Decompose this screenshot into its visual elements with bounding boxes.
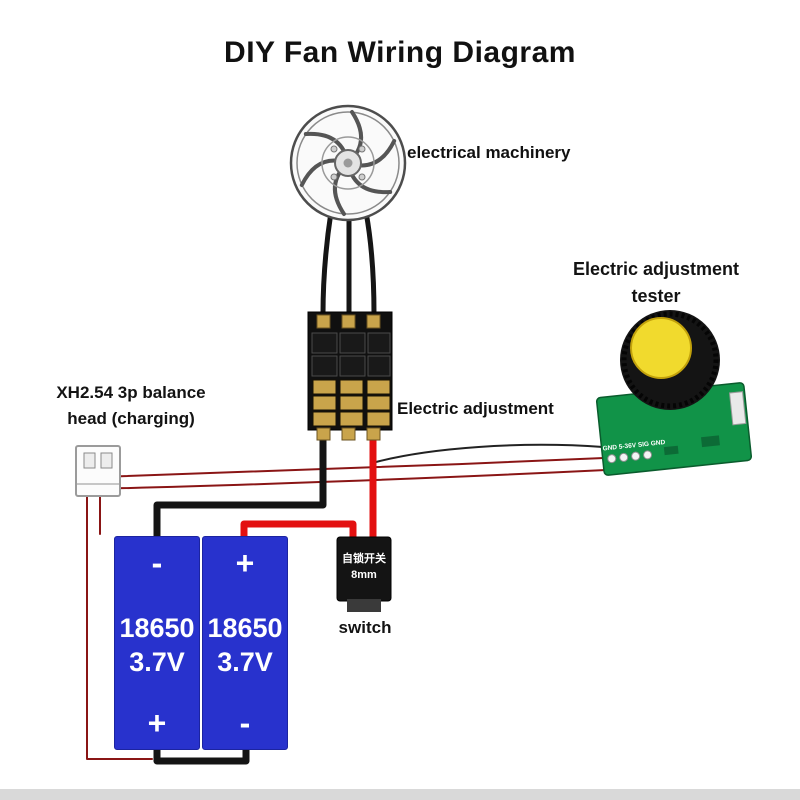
tester-label-line2: tester bbox=[631, 286, 681, 306]
switch-label: switch bbox=[338, 618, 392, 637]
tester-knob bbox=[620, 310, 720, 410]
battery-1-bottom-terminal: + bbox=[147, 705, 167, 741]
motor-phase-wire-3 bbox=[363, 209, 377, 317]
esc-top-pins bbox=[316, 314, 381, 329]
connector-slot-1 bbox=[83, 452, 96, 469]
motor-screw-3 bbox=[330, 173, 338, 181]
battery-2-voltage: 3.7V bbox=[217, 647, 273, 677]
battery-1: - 18650 3.7V + bbox=[114, 536, 200, 750]
battery-1-voltage: 3.7V bbox=[129, 647, 185, 677]
esc-connector-grid bbox=[311, 332, 391, 377]
esc-solder-pads bbox=[312, 379, 391, 427]
motor-shaft bbox=[343, 158, 353, 168]
tester-label: Electric adjustment tester bbox=[520, 256, 792, 310]
switch-text-line2: 8mm bbox=[351, 569, 377, 581]
switch-stem bbox=[347, 599, 381, 612]
wires-layer bbox=[86, 209, 607, 765]
motor-illustration bbox=[289, 104, 407, 222]
tester-signal-wire bbox=[375, 443, 604, 463]
balance-connector-label: XH2.54 3p balance head (charging) bbox=[26, 380, 236, 432]
battery-2-model: 18650 bbox=[207, 613, 283, 643]
motor-stator-ring bbox=[321, 136, 375, 190]
tester-pcb: GND 5-36V SIG GND bbox=[595, 382, 753, 476]
balance-label-line2: head (charging) bbox=[67, 409, 195, 428]
connector-slot-2 bbox=[100, 452, 113, 469]
motor-label: electrical machinery bbox=[407, 143, 571, 162]
pcb-component-2 bbox=[663, 445, 679, 456]
balance-label-line1: XH2.54 3p balance bbox=[56, 383, 206, 402]
switch-text-line1: 自锁开关 bbox=[342, 551, 386, 565]
battery-positive-wire bbox=[240, 520, 357, 552]
battery-2-bottom-terminal: - bbox=[239, 705, 251, 741]
connector-housing bbox=[75, 445, 121, 497]
battery-2-top-terminal: + bbox=[235, 545, 255, 581]
pcb-right-connector bbox=[728, 391, 747, 426]
esc-block bbox=[307, 311, 393, 441]
pcb-pads bbox=[607, 450, 653, 464]
esc-bottom-pins bbox=[316, 427, 381, 441]
battery-1-top-terminal: - bbox=[151, 545, 163, 581]
tester-label-line1: Electric adjustment bbox=[572, 259, 740, 279]
battery-1-model: 18650 bbox=[119, 613, 195, 643]
page-title: DIY Fan Wiring Diagram bbox=[224, 36, 576, 69]
battery-negative-wire bbox=[153, 432, 327, 546]
bottom-border bbox=[0, 789, 800, 800]
motor-screw-2 bbox=[358, 145, 366, 153]
balance-connector bbox=[75, 445, 121, 497]
switch-module: 自锁开关 8mm bbox=[336, 536, 392, 612]
motor-phase-wire-1 bbox=[320, 209, 334, 317]
motor-screw-4 bbox=[358, 173, 366, 181]
knob-cap bbox=[630, 317, 692, 379]
knob-ridges bbox=[621, 311, 719, 409]
motor-bell-inner bbox=[296, 111, 400, 215]
esc-label: Electric adjustment bbox=[397, 399, 554, 418]
series-link-wire bbox=[153, 738, 250, 765]
battery-2: + 18650 3.7V - bbox=[202, 536, 288, 750]
motor-screw-1 bbox=[330, 145, 338, 153]
pcb-component-1 bbox=[701, 435, 720, 448]
